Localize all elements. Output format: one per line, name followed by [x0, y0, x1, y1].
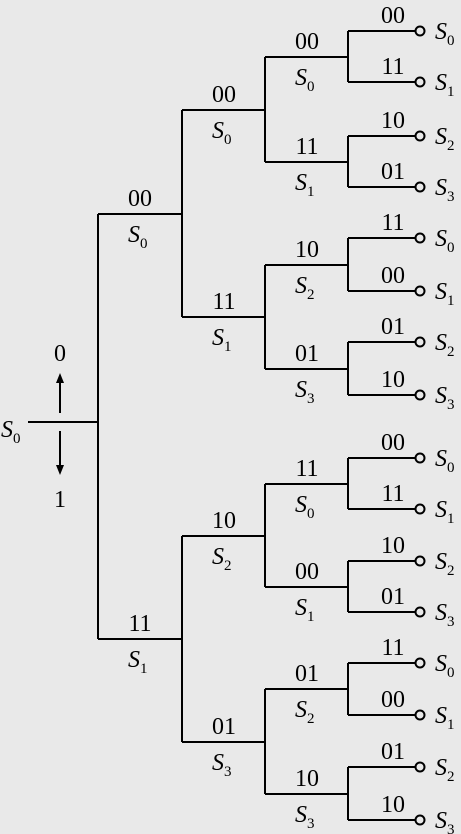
- leaf-state-label-4: S0: [435, 226, 455, 256]
- state-label-d1-0: S0: [128, 222, 148, 252]
- leaf-node-marker-12: [414, 657, 426, 669]
- leaf-code-label-11: 01: [381, 584, 405, 610]
- tree-labels: 00S011S100S011S110S201S300S011S110S201S3…: [128, 3, 455, 834]
- leaf-code-label-14: 01: [381, 739, 405, 765]
- state-label-d3-7: S3: [295, 802, 315, 832]
- leaf-state-label-10: S2: [435, 549, 455, 579]
- leaf-state-label-0: S0: [435, 19, 455, 49]
- code-label-d2-1: 11: [212, 289, 235, 315]
- leaf-node-marker-7: [414, 389, 426, 401]
- leaf-node-marker-14: [414, 761, 426, 773]
- leaf-node-marker-3: [414, 181, 426, 193]
- leaf-state-label-5: S1: [435, 279, 455, 309]
- leaf-state-label-12: S0: [435, 651, 455, 681]
- state-label-d2-0: S0: [212, 118, 232, 148]
- leaf-state-label-7: S3: [435, 383, 455, 413]
- input-0-label: 0: [54, 341, 66, 367]
- leaf-node-marker-6: [414, 336, 426, 348]
- leaf-code-label-9: 11: [381, 481, 404, 507]
- leaf-node-marker-15: [414, 814, 426, 826]
- state-label-d2-2: S2: [212, 544, 232, 574]
- code-label-d1-0: 00: [128, 186, 152, 212]
- leaf-code-label-1: 11: [381, 54, 404, 80]
- leaf-code-label-3: 01: [381, 159, 405, 185]
- state-label-d3-6: S2: [295, 697, 315, 727]
- leaf-node-marker-13: [414, 709, 426, 721]
- code-label-d3-0: 00: [295, 29, 319, 55]
- state-label-d1-1: S1: [128, 647, 148, 677]
- leaf-code-label-5: 00: [381, 263, 405, 289]
- leaf-state-label-9: S1: [435, 497, 455, 527]
- code-label-d3-6: 01: [295, 661, 319, 687]
- state-label-d3-4: S0: [295, 492, 315, 522]
- leaf-node-marker-4: [414, 232, 426, 244]
- leaf-state-label-13: S1: [435, 703, 455, 733]
- code-label-d3-7: 10: [295, 766, 319, 792]
- code-label-d3-2: 10: [295, 237, 319, 263]
- code-label-d3-1: 11: [295, 134, 318, 160]
- leaf-state-label-1: S1: [435, 70, 455, 100]
- code-label-d2-3: 01: [212, 714, 236, 740]
- code-label-d2-2: 10: [212, 508, 236, 534]
- state-label-d3-5: S1: [295, 595, 315, 625]
- leaf-code-label-2: 10: [381, 108, 405, 134]
- leaf-code-label-8: 00: [381, 430, 405, 456]
- leaf-node-marker-0: [414, 25, 426, 37]
- leaf-state-label-3: S3: [435, 175, 455, 205]
- leaf-code-label-4: 11: [381, 210, 404, 236]
- leaf-node-marker-5: [414, 285, 426, 297]
- state-label-d3-3: S3: [295, 377, 315, 407]
- state-label-d3-0: S0: [295, 65, 315, 95]
- state-label-d2-1: S1: [212, 325, 232, 355]
- tree-branches: [97, 25, 426, 826]
- state-label-d3-1: S1: [295, 170, 315, 200]
- code-label-d2-0: 00: [212, 82, 236, 108]
- leaf-code-label-6: 01: [381, 314, 405, 340]
- leaf-code-label-12: 11: [381, 635, 404, 661]
- leaf-node-marker-9: [414, 503, 426, 515]
- leaf-node-marker-1: [414, 76, 426, 88]
- code-label-d3-4: 11: [295, 456, 318, 482]
- leaf-state-label-6: S2: [435, 330, 455, 360]
- leaf-code-label-0: 00: [381, 3, 405, 29]
- leaf-state-label-14: S2: [435, 755, 455, 785]
- input-1-label: 1: [54, 487, 66, 513]
- leaf-node-marker-2: [414, 130, 426, 142]
- leaf-node-marker-11: [414, 606, 426, 618]
- leaf-code-label-13: 00: [381, 687, 405, 713]
- state-label-d3-2: S2: [295, 273, 315, 303]
- leaf-state-label-11: S3: [435, 600, 455, 630]
- leaf-node-marker-8: [414, 452, 426, 464]
- leaf-state-label-15: S3: [435, 808, 455, 834]
- leaf-state-label-2: S2: [435, 124, 455, 154]
- state-label-d2-3: S3: [212, 750, 232, 780]
- leaf-code-label-7: 10: [381, 367, 405, 393]
- leaf-code-label-10: 10: [381, 533, 405, 559]
- leaf-node-marker-10: [414, 555, 426, 567]
- start-state-label: S0: [1, 417, 21, 447]
- leaf-state-label-8: S0: [435, 446, 455, 476]
- leaf-code-label-15: 10: [381, 792, 405, 818]
- code-label-d3-3: 01: [295, 341, 319, 367]
- code-label-d3-5: 00: [295, 559, 319, 585]
- code-label-d1-1: 11: [128, 611, 151, 637]
